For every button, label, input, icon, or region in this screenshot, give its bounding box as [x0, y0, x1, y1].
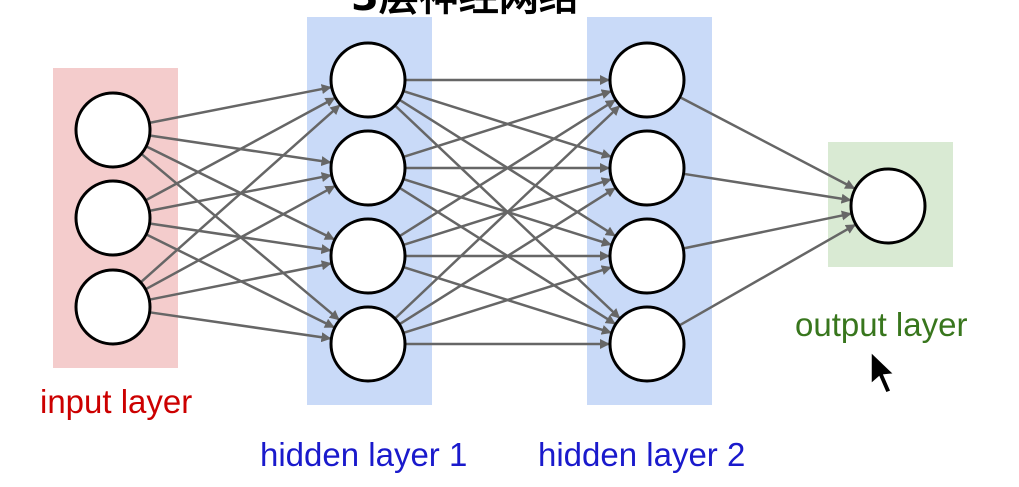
diagram-title: 3层神经网络: [351, 0, 579, 20]
input-neuron-3: [74, 268, 152, 346]
connection-input-0-to-hidden1-0: [149, 84, 332, 125]
connection-input-2-to-hidden1-0: [139, 104, 341, 284]
hidden2-neuron-2: [608, 129, 686, 207]
connection-input-1-to-hidden1-0: [144, 97, 336, 202]
input-neuron-2: [74, 179, 152, 257]
connection-hidden2-0-to-output-0: [679, 95, 856, 190]
hidden1-neuron-4: [329, 305, 407, 383]
connection-hidden2-1-to-output-0: [683, 172, 852, 204]
output-layer-label: output layer: [795, 306, 967, 343]
input-neuron-1: [74, 91, 152, 169]
connection-input-2-to-hidden1-2: [149, 260, 332, 301]
connection-hidden2-2-to-output-0: [682, 210, 852, 250]
mouse-pointer-icon: [870, 350, 896, 394]
connection-hidden1-3-to-hidden2-2: [402, 265, 612, 335]
hidden-layer-1-label: hidden layer 1: [260, 436, 467, 473]
hidden1-neuron-1: [329, 41, 407, 119]
hidden2-neuron-4: [608, 305, 686, 383]
connection-input-2-to-hidden1-3: [149, 311, 332, 343]
hidden-layer-2-label: hidden layer 2: [538, 436, 745, 473]
connection-hidden1-3-to-hidden2-0: [394, 105, 621, 320]
hidden1-neuron-2: [329, 129, 407, 207]
connection-hidden1-3-to-hidden2-1: [398, 187, 616, 326]
connection-input-2-to-hidden1-1: [144, 185, 336, 291]
connections: [139, 75, 856, 349]
connection-hidden1-1-to-hidden2-0: [402, 89, 612, 159]
hidden2-neuron-1: [608, 41, 686, 119]
output-neuron-1: [849, 167, 927, 245]
connection-hidden1-2-to-hidden2-0: [398, 99, 616, 238]
input-layer-label: input layer: [40, 383, 192, 420]
hidden1-neuron-3: [329, 217, 407, 295]
connection-hidden2-3-to-output-0: [678, 223, 856, 327]
neurons: [74, 41, 927, 383]
hidden2-neuron-3: [608, 217, 686, 295]
